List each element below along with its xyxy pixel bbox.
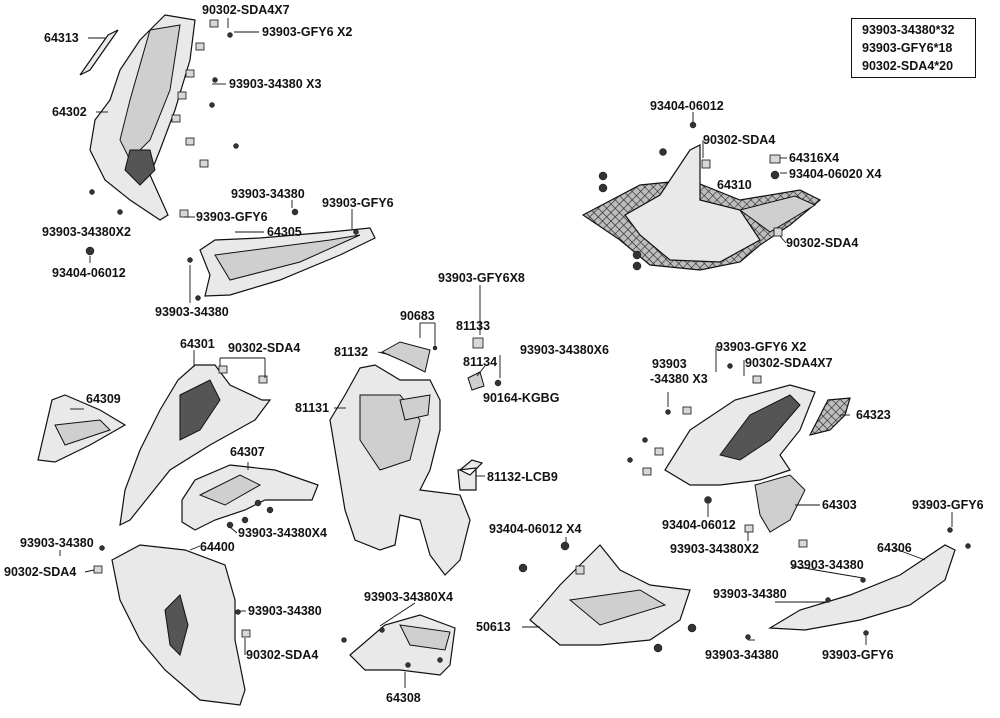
label-64310: 64310 bbox=[717, 178, 752, 192]
label-93903-34380x2: 93903-34380X2 bbox=[670, 542, 759, 556]
part-81133 bbox=[472, 337, 484, 349]
clips-64302 bbox=[85, 19, 239, 256]
part-81132 bbox=[380, 341, 431, 373]
label-90302-sda4x7: 90302-SDA4X7 bbox=[745, 356, 833, 370]
part-64307 bbox=[181, 464, 319, 531]
label-93903-34380x4: 93903-34380X4 bbox=[238, 526, 327, 540]
label-93903: 93903 bbox=[652, 357, 687, 371]
label-64323: 64323 bbox=[856, 408, 891, 422]
label-93903-gfy6-x2: 93903-GFY6 X2 bbox=[262, 25, 352, 39]
label-93903-34380: 93903-34380 bbox=[790, 558, 864, 572]
label-93903-34380x4: 93903-34380X4 bbox=[364, 590, 453, 604]
label-64306: 64306 bbox=[877, 541, 912, 555]
label-90302-sda4x7: 90302-SDA4X7 bbox=[202, 3, 290, 17]
legend-line: 90302-SDA4*20 bbox=[862, 59, 954, 73]
label-90302-sda4: 90302-SDA4 bbox=[4, 565, 76, 579]
part-81134 bbox=[467, 371, 485, 391]
label-64400: 64400 bbox=[200, 540, 235, 554]
label-93404-06012: 93404-06012 bbox=[650, 99, 724, 113]
label-93903-34380: 93903-34380 bbox=[248, 604, 322, 618]
label-93903-gfy6-x2: 93903-GFY6 X2 bbox=[716, 340, 806, 354]
label-64308: 64308 bbox=[386, 691, 421, 705]
label-93404-06012: 93404-06012 bbox=[52, 266, 126, 280]
label-64302: 64302 bbox=[52, 105, 87, 119]
label-93903-34380: 93903-34380 bbox=[155, 305, 229, 319]
label-93903-gfy6: 93903-GFY6 bbox=[196, 210, 268, 224]
label-90683: 90683 bbox=[400, 309, 435, 323]
label-81131: 81131 bbox=[295, 401, 329, 415]
label-64313: 64313 bbox=[44, 31, 79, 45]
label-93903-gfy6x8: 93903-GFY6X8 bbox=[438, 271, 525, 285]
label-93903-34380x6: 93903-34380X6 bbox=[520, 343, 609, 357]
label-64316x4: 64316X4 bbox=[789, 151, 839, 165]
label-93404-06012: 93404-06012 bbox=[662, 518, 736, 532]
part-labels: 64313 90302-SDA4X7 93903-GFY6 X2 93903-3… bbox=[4, 3, 984, 705]
label-64301: 64301 bbox=[180, 337, 215, 351]
label-50613: 50613 bbox=[476, 620, 511, 634]
label-93903-34380: 93903-34380 bbox=[713, 587, 787, 601]
label-90302-sda4: 90302-SDA4 bbox=[786, 236, 858, 250]
part-64301 bbox=[119, 364, 272, 527]
label-93404-06020-x4: 93404-06020 X4 bbox=[789, 167, 881, 181]
label-64307: 64307 bbox=[230, 445, 265, 459]
part-64306 bbox=[768, 544, 956, 631]
label-90302-sda4: 90302-SDA4 bbox=[246, 648, 318, 662]
label-93903-gfy6: 93903-GFY6 bbox=[822, 648, 894, 662]
label-81132: 81132 bbox=[334, 345, 368, 359]
fastener-quantity-legend: 93903-34380*32 93903-GFY6*18 90302-SDA4*… bbox=[851, 18, 976, 78]
label-93903-34380: 93903-34380 bbox=[20, 536, 94, 550]
label-64305: 64305 bbox=[267, 225, 302, 239]
legend-line: 93903-GFY6*18 bbox=[862, 41, 953, 55]
label-81132-lcb9: 81132-LCB9 bbox=[487, 470, 558, 484]
label-90302-sda4: 90302-SDA4 bbox=[703, 133, 775, 147]
label-90302-sda4: 90302-SDA4 bbox=[228, 341, 300, 355]
leader-lines bbox=[59, 18, 953, 688]
part-64313 bbox=[79, 29, 119, 76]
label-93903-34380: 93903-34380 bbox=[231, 187, 305, 201]
label-64303: 64303 bbox=[822, 498, 857, 512]
label-34380-x3: -34380 X3 bbox=[650, 372, 708, 386]
label-93903-34380-x3: 93903-34380 X3 bbox=[229, 77, 321, 91]
part-64323 bbox=[808, 397, 851, 436]
label-93903-34380x2: 93903-34380X2 bbox=[42, 225, 131, 239]
label-64309: 64309 bbox=[86, 392, 121, 406]
label-93404-06012-x4: 93404-06012 X4 bbox=[489, 522, 581, 536]
label-93903-34380: 93903-34380 bbox=[705, 648, 779, 662]
label-81133: 81133 bbox=[456, 319, 490, 333]
part-81132-lcb9 bbox=[457, 459, 484, 491]
label-93903-gfy6: 93903-GFY6 bbox=[912, 498, 984, 512]
legend-line: 93903-34380*32 bbox=[862, 23, 955, 37]
label-90164-kgbg: 90164-KGBG bbox=[483, 391, 559, 405]
label-81134: 81134 bbox=[463, 355, 497, 369]
label-93903-gfy6: 93903-GFY6 bbox=[322, 196, 394, 210]
